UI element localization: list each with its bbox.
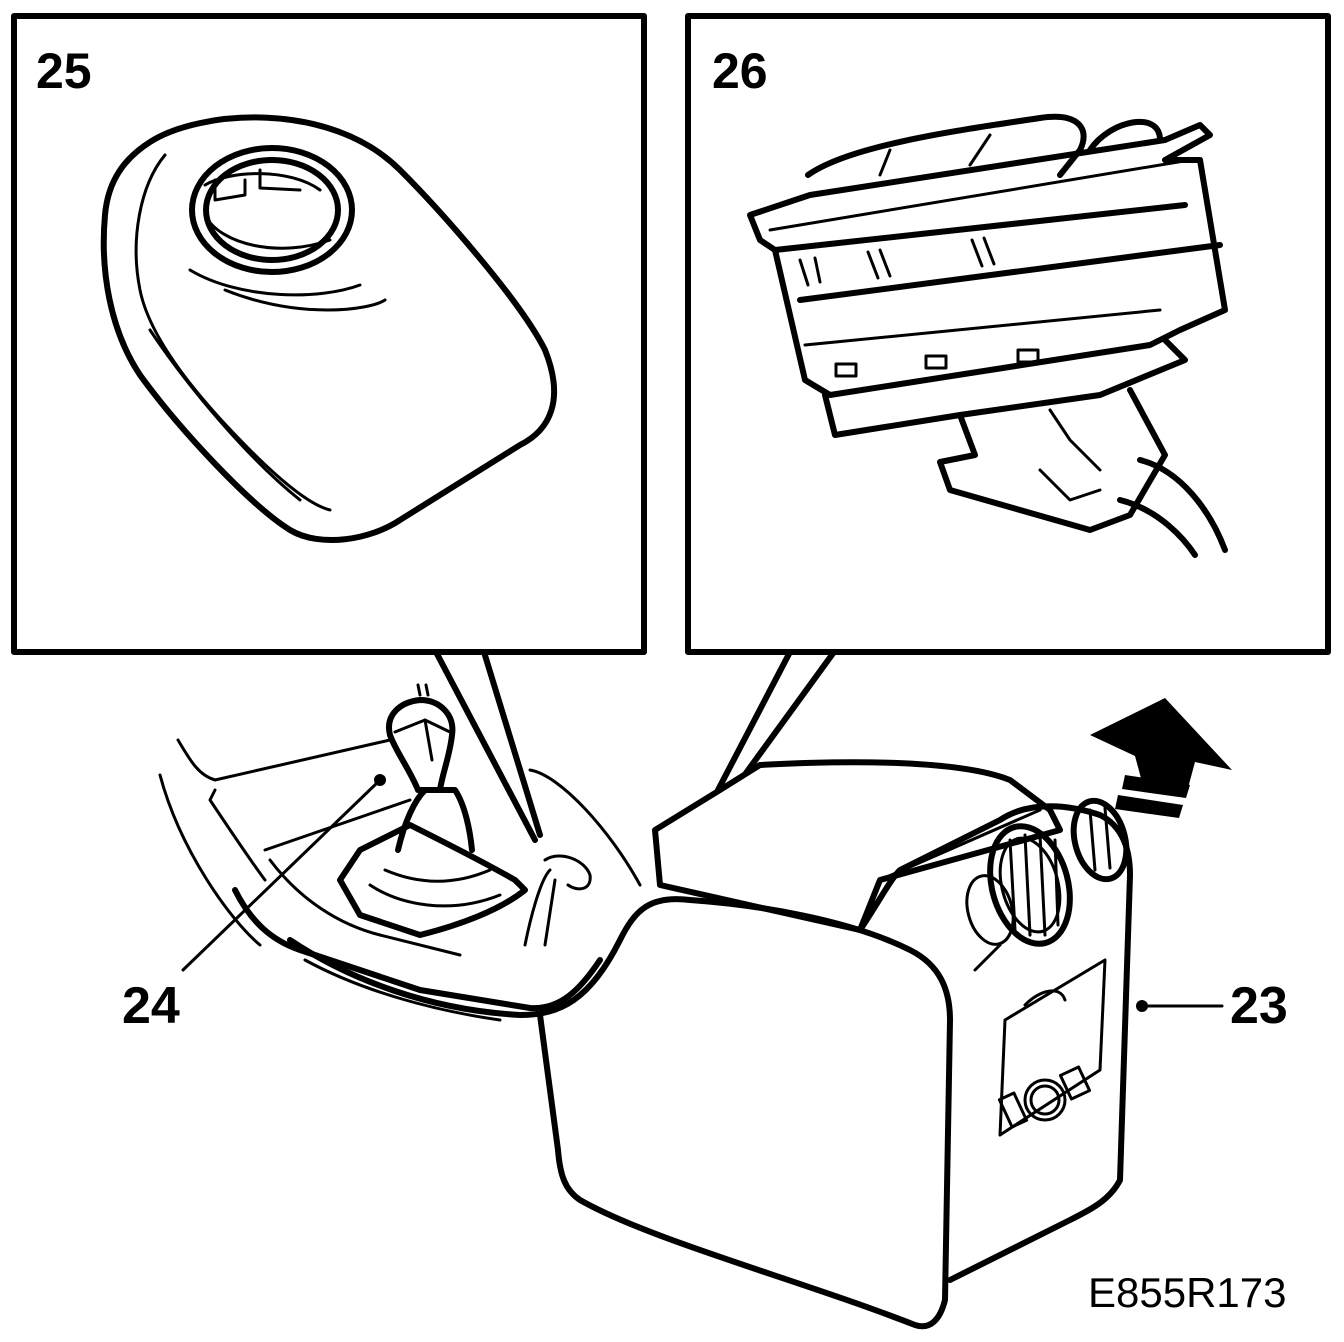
switch-unit-drawing — [747, 113, 1228, 558]
callout-23: 23 — [1230, 977, 1288, 1035]
leader-dot-23 — [1136, 1000, 1148, 1012]
callout-26: 26 — [712, 43, 768, 99]
gear-lever-sleeve-drawing — [100, 114, 557, 543]
callout-24: 24 — [122, 977, 180, 1035]
detail-box-26 — [685, 13, 1331, 655]
removal-direction-arrow — [1090, 698, 1232, 818]
centre-console-drawing — [158, 683, 1133, 1330]
leader-lines — [181, 774, 1224, 1012]
detail-box-25 — [11, 13, 647, 655]
leader-line-24 — [181, 780, 380, 972]
callout-25: 25 — [36, 43, 92, 99]
figure-code: E855R173 — [1088, 1269, 1287, 1316]
leader-dot-24 — [374, 774, 386, 786]
